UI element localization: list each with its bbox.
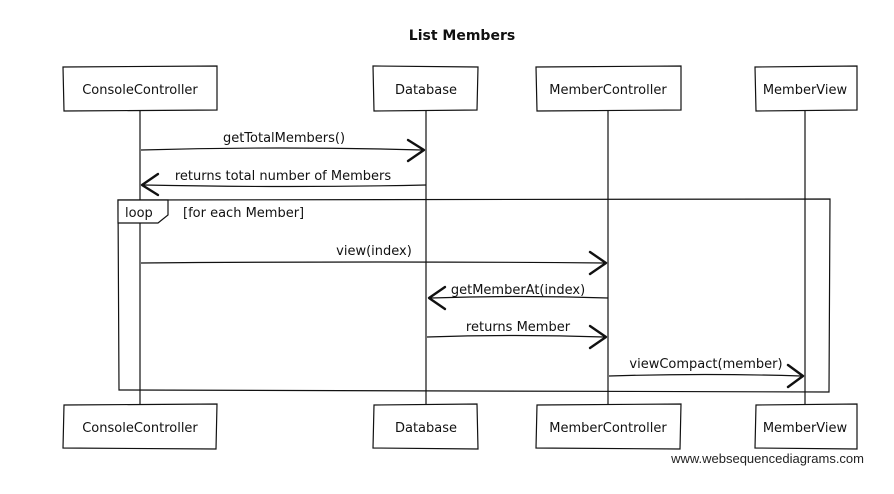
message-label: returns Member [466, 320, 571, 335]
credit-text: www.websequencediagrams.com [670, 451, 864, 466]
participant-membercontroller: MemberController [535, 65, 682, 112]
message-label: getTotalMembers() [223, 131, 345, 146]
participant-label: Database [395, 83, 457, 98]
message-label: viewCompact(member) [629, 357, 782, 372]
participant-memberview: MemberView [754, 65, 858, 112]
message-label: returns total number of Members [175, 169, 392, 184]
message-get-member-at: getMemberAt(index) [427, 283, 609, 311]
participants-bottom: ConsoleController Database MemberControl… [62, 403, 858, 450]
participant-label: MemberView [763, 83, 848, 98]
participant-consolecontroller-bottom: ConsoleController [62, 403, 218, 450]
participant-label: Database [395, 421, 457, 436]
message-view-index: view(index) [140, 244, 608, 276]
loop-keyword: loop [125, 206, 153, 221]
participants-top: ConsoleController Database MemberControl… [62, 65, 858, 112]
loop-tag [117, 199, 169, 224]
participant-label: ConsoleController [82, 421, 198, 436]
participant-consolecontroller: ConsoleController [62, 65, 218, 112]
loop-condition: [for each Member] [183, 206, 304, 221]
message-label: getMemberAt(index) [451, 283, 585, 298]
message-returns-total: returns total number of Members [140, 169, 427, 197]
participant-database-bottom: Database [372, 403, 479, 450]
message-returns-member: returns Member [426, 320, 608, 350]
loop-frame-border [117, 198, 831, 393]
participant-memberview-bottom: MemberView [754, 403, 858, 450]
participant-label: MemberController [549, 83, 667, 98]
message-view-compact: viewCompact(member) [608, 357, 805, 389]
message-label: view(index) [336, 244, 412, 259]
message-get-total-members: getTotalMembers() [140, 131, 426, 163]
participant-membercontroller-bottom: MemberController [535, 403, 682, 450]
participant-label: MemberView [763, 421, 848, 436]
participant-label: MemberController [549, 421, 667, 436]
participant-label: ConsoleController [82, 83, 198, 98]
loop-frame: loop [for each Member] [117, 198, 831, 393]
diagram-title: List Members [409, 28, 515, 44]
participant-database: Database [372, 65, 479, 112]
lifelines [139, 108, 806, 408]
